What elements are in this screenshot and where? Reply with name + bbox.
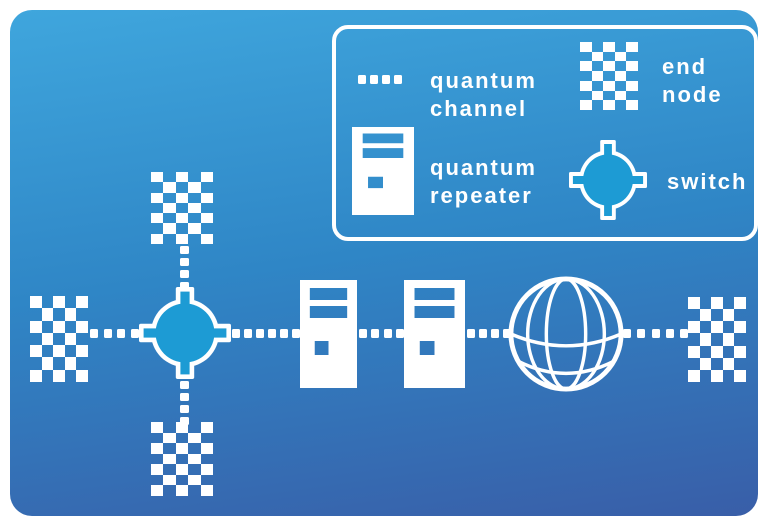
quantum-repeater-icon bbox=[352, 127, 414, 215]
quantum-channel-switch-repeater1 bbox=[232, 329, 300, 338]
quantum-channel-globe-right bbox=[623, 329, 688, 338]
switch-icon bbox=[569, 140, 647, 220]
network-switch bbox=[139, 287, 231, 379]
quantum-channel-bottom bbox=[180, 381, 189, 425]
legend-label-switch: switch bbox=[667, 168, 747, 196]
globe-icon bbox=[507, 275, 625, 393]
quantum-channel-left bbox=[90, 329, 139, 338]
legend-text-line: end bbox=[662, 54, 708, 79]
quantum-channel-repeater1-repeater2 bbox=[359, 329, 404, 338]
end-node-bottom bbox=[151, 422, 213, 496]
quantum-repeater-2 bbox=[404, 280, 465, 388]
legend-text-line: repeater bbox=[430, 183, 533, 208]
legend-text-line: channel bbox=[430, 96, 528, 121]
legend-label-end-node: end node bbox=[662, 53, 723, 109]
quantum-channel-top bbox=[180, 246, 189, 290]
legend-text-line: quantum bbox=[430, 155, 537, 180]
legend-text-line: node bbox=[662, 82, 723, 107]
background-card: quantum channel end node quantum repeate… bbox=[10, 10, 758, 516]
legend: quantum channel end node quantum repeate… bbox=[332, 25, 758, 241]
end-node-icon bbox=[580, 42, 638, 110]
end-node-left bbox=[30, 296, 88, 382]
end-node-top bbox=[151, 172, 213, 244]
quantum-channel-repeater2-globe bbox=[467, 329, 511, 338]
legend-text-line: quantum bbox=[430, 68, 537, 93]
end-node-right bbox=[688, 297, 746, 382]
legend-label-quantum-repeater: quantum repeater bbox=[430, 154, 537, 210]
quantum-repeater-1 bbox=[300, 280, 357, 388]
quantum-channel-icon bbox=[358, 74, 402, 84]
legend-label-quantum-channel: quantum channel bbox=[430, 67, 537, 123]
legend-text-line: switch bbox=[667, 169, 748, 194]
